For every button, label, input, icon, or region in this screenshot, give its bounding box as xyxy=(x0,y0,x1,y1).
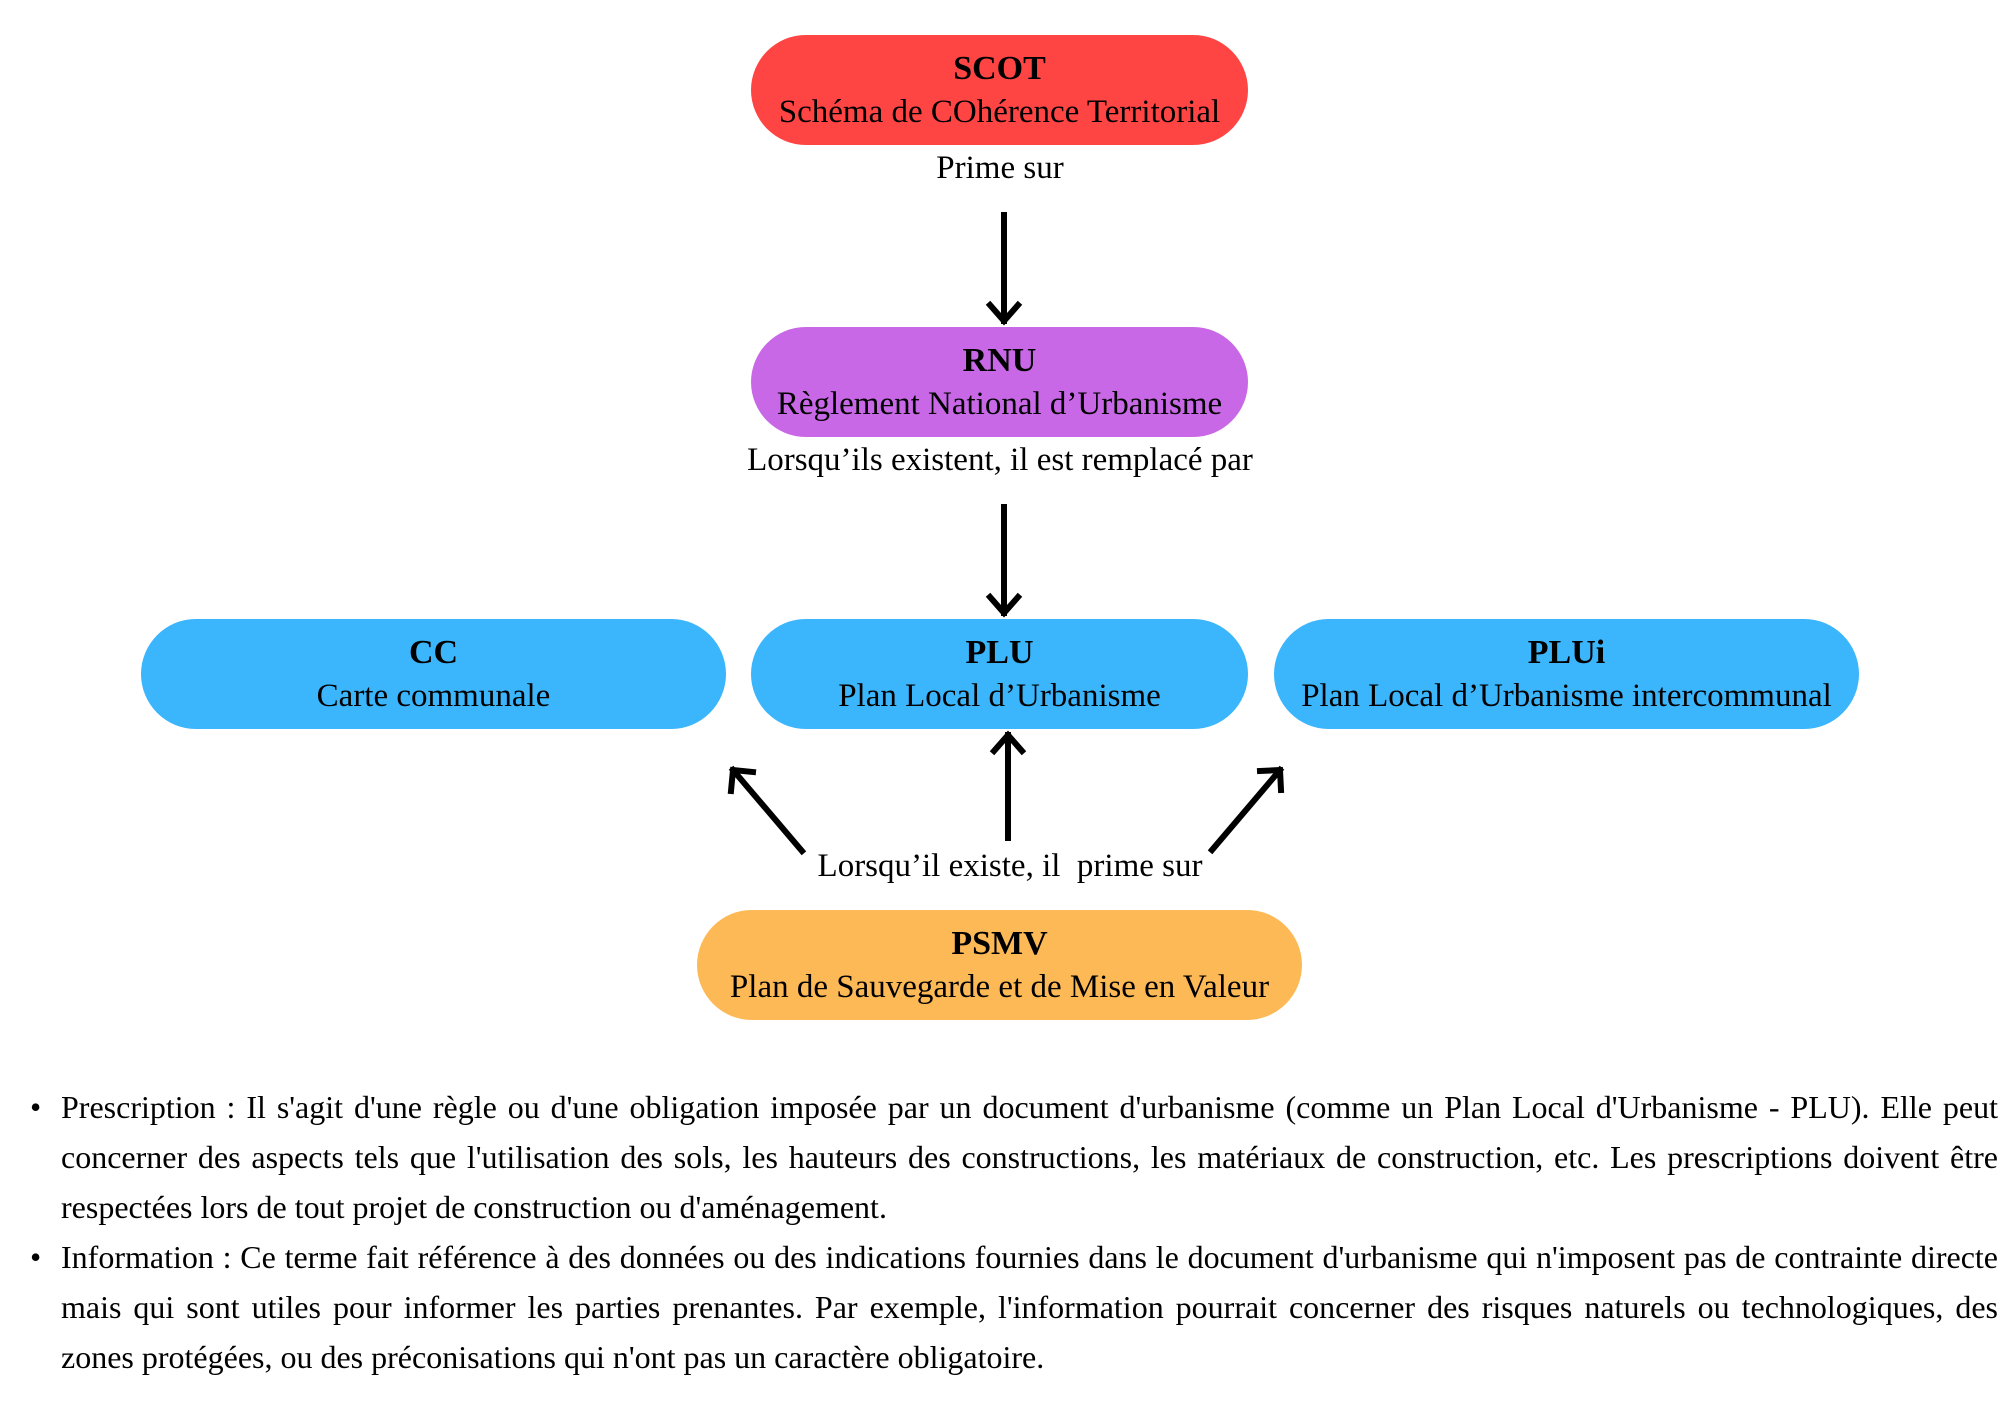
node-plu: PLU Plan Local d’Urbanisme xyxy=(751,619,1248,729)
node-cc-full: Carte communale xyxy=(316,677,551,714)
node-plui-full: Plan Local d’Urbanisme intercommunal xyxy=(1301,677,1832,714)
node-scot-abbr: SCOT xyxy=(953,50,1046,88)
node-cc: CC Carte communale xyxy=(141,619,726,729)
note-information-text: Information : Ce terme fait référence à … xyxy=(61,1239,1998,1375)
arrow-psmv-to-plu xyxy=(989,730,1027,841)
edge-label-prime-sur: Prime sur xyxy=(936,150,1064,186)
bullet-icon: • xyxy=(30,1239,42,1275)
node-psmv-full: Plan de Sauvegarde et de Mise en Valeur xyxy=(729,968,1270,1005)
node-plui: PLUi Plan Local d’Urbanisme intercommuna… xyxy=(1274,619,1859,729)
arrow-scot-to-rnu xyxy=(985,212,1023,326)
definitions-list: • Prescription : Il s'agit d'une règle o… xyxy=(30,1082,1998,1382)
edge-label-prime-sur-psmv: Lorsqu’il existe, il prime sur xyxy=(817,848,1203,884)
node-rnu: RNU Règlement National d’Urbanisme xyxy=(751,327,1248,437)
node-rnu-abbr: RNU xyxy=(962,342,1037,380)
arrow-rnu-to-plu xyxy=(985,504,1023,618)
node-cc-abbr: CC xyxy=(408,634,459,672)
arrow-psmv-to-cc xyxy=(727,765,807,856)
node-rnu-full: Règlement National d’Urbanisme xyxy=(776,385,1223,422)
bullet-icon: • xyxy=(30,1089,42,1125)
edge-label-remplace-par: Lorsqu’ils existent, il est remplacé par xyxy=(747,442,1253,478)
node-plui-abbr: PLUi xyxy=(1527,634,1606,672)
arrow-psmv-to-plui xyxy=(1207,765,1285,855)
note-prescription-text: Prescription : Il s'agit d'une règle ou … xyxy=(61,1089,1998,1225)
node-psmv: PSMV Plan de Sauvegarde et de Mise en Va… xyxy=(697,910,1302,1020)
node-plu-abbr: PLU xyxy=(965,634,1034,672)
list-item-information: • Information : Ce terme fait référence … xyxy=(30,1232,1998,1382)
node-scot-full: Schéma de COhérence Territorial xyxy=(778,93,1221,130)
list-item-prescription: • Prescription : Il s'agit d'une règle o… xyxy=(30,1082,1998,1232)
node-psmv-abbr: PSMV xyxy=(951,925,1048,963)
node-plu-full: Plan Local d’Urbanisme xyxy=(838,677,1161,714)
node-scot: SCOT Schéma de COhérence Territorial xyxy=(751,35,1248,145)
